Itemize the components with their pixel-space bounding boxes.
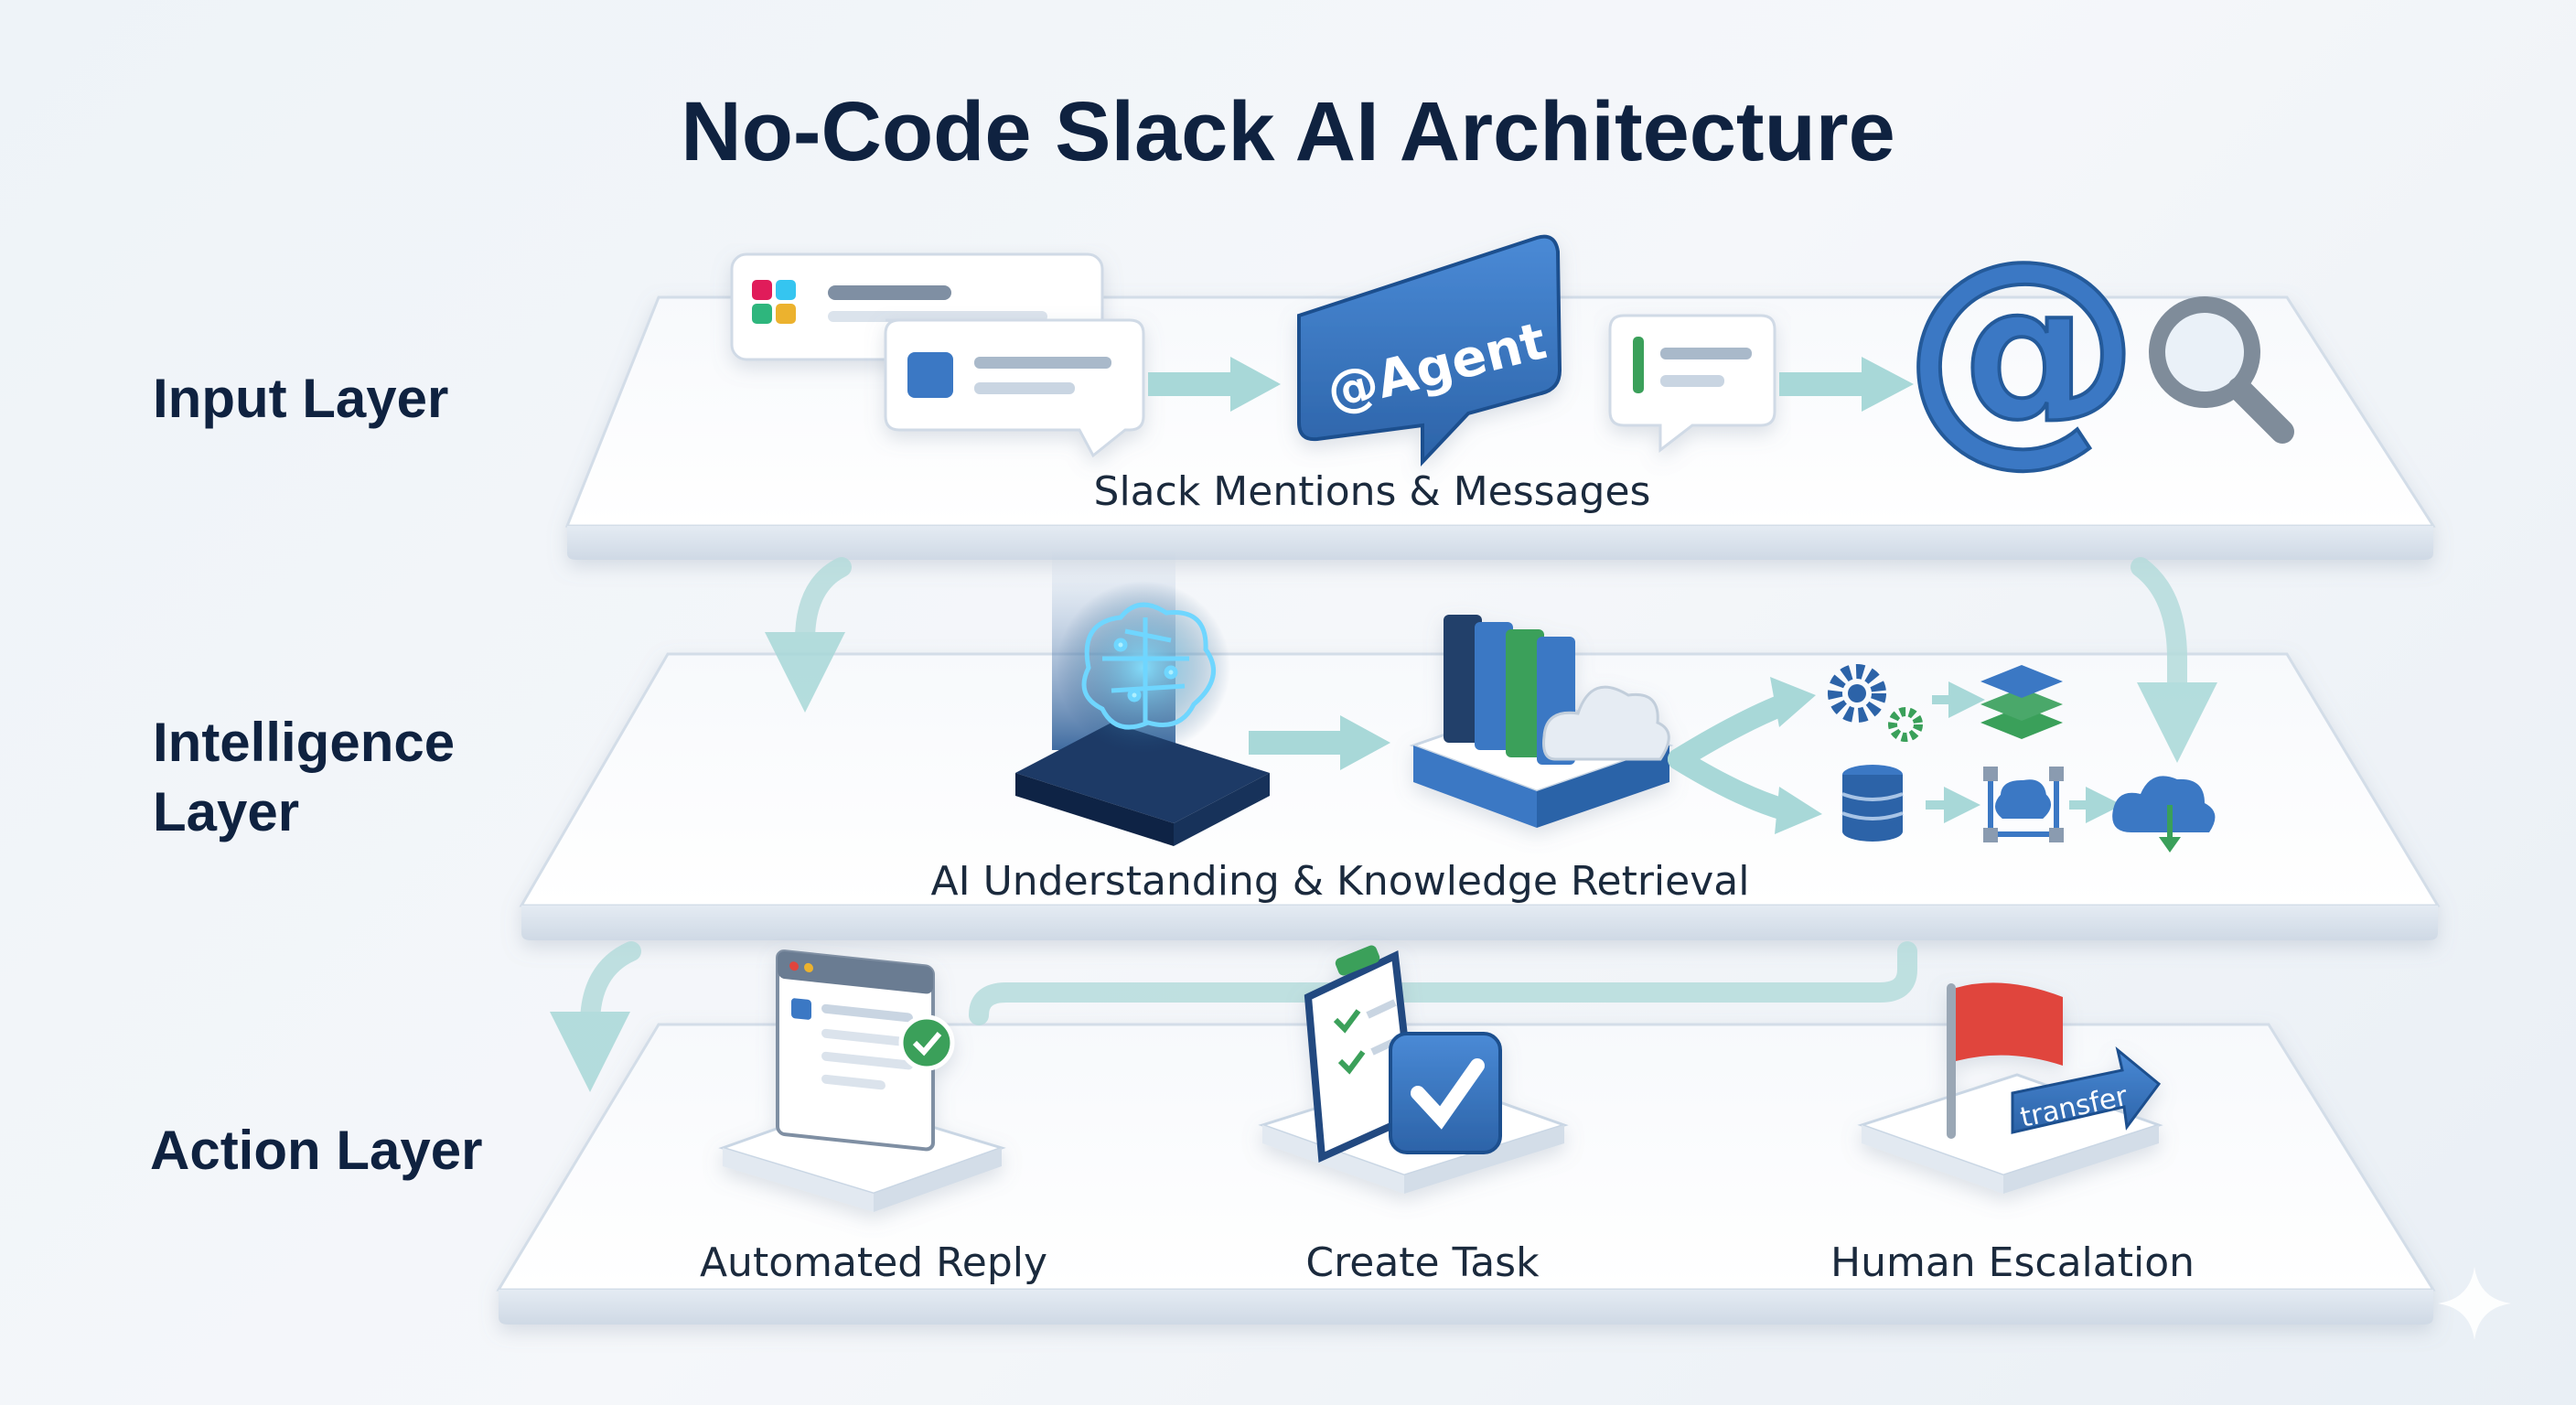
cloud-storage-icon — [1542, 685, 1670, 761]
intelligence-label-line2: Layer — [153, 781, 300, 842]
browser-window-icon — [776, 949, 935, 1152]
human-escalation-module: transfer — [1857, 982, 2163, 1194]
network-icon — [1983, 767, 2064, 842]
input-layer-label: Input Layer — [153, 368, 449, 429]
intelligence-layer-label: Intelligence Layer — [153, 708, 455, 847]
create-task-module — [1258, 945, 1569, 1194]
input-layer-caption: Slack Mentions & Messages — [1093, 468, 1651, 515]
intelligence-layer-caption: AI Understanding & Knowledge Retrieval — [930, 858, 1750, 905]
at-mention-icon: @ — [1903, 210, 2141, 487]
automated-reply-module — [718, 949, 1006, 1212]
flow-input-to-intelligence-right — [2131, 557, 2217, 763]
action-layer-label: Action Layer — [150, 1120, 483, 1181]
arrow-bubble-to-at — [1779, 357, 1914, 412]
flow-intelligence-to-action-left — [550, 941, 641, 1092]
slack-logo-icon — [752, 280, 796, 324]
arrow-brain-to-knowledge — [1249, 715, 1390, 770]
database-icon — [1841, 765, 1904, 842]
flow-input-to-intelligence-left — [765, 557, 852, 713]
branch-arrows — [1668, 677, 1822, 834]
knowledge-base-module — [1409, 615, 1674, 828]
message-bubble-front — [884, 318, 1145, 458]
page-title: No-Code Slack AI Architecture — [681, 85, 1895, 178]
flow-intelligence-to-action-mid — [969, 941, 1917, 1025]
check-badge-icon — [898, 1014, 955, 1071]
intelligence-label-line1: Intelligence — [153, 712, 456, 773]
search-icon — [2149, 296, 2294, 444]
action-human-escalation-label[interactable]: Human Escalation — [1830, 1239, 2195, 1286]
flow-connectors — [550, 557, 2217, 1092]
message-bubble-small — [1608, 314, 1776, 454]
gears-icon — [1828, 664, 1923, 742]
action-create-task-label[interactable]: Create Task — [1305, 1239, 1540, 1286]
action-automated-reply-label[interactable]: Automated Reply — [699, 1239, 1048, 1286]
brain-icon — [1081, 602, 1216, 730]
cloud-download-icon — [2112, 776, 2216, 853]
checkmark-square-icon — [1389, 1032, 1502, 1154]
sparkle-icon — [2438, 1267, 2511, 1340]
arrow-message-to-agent — [1148, 357, 1281, 412]
layers-stack-icon — [1980, 665, 2063, 739]
red-flag-icon — [1947, 982, 2063, 1139]
ai-brain-module — [1015, 549, 1270, 846]
